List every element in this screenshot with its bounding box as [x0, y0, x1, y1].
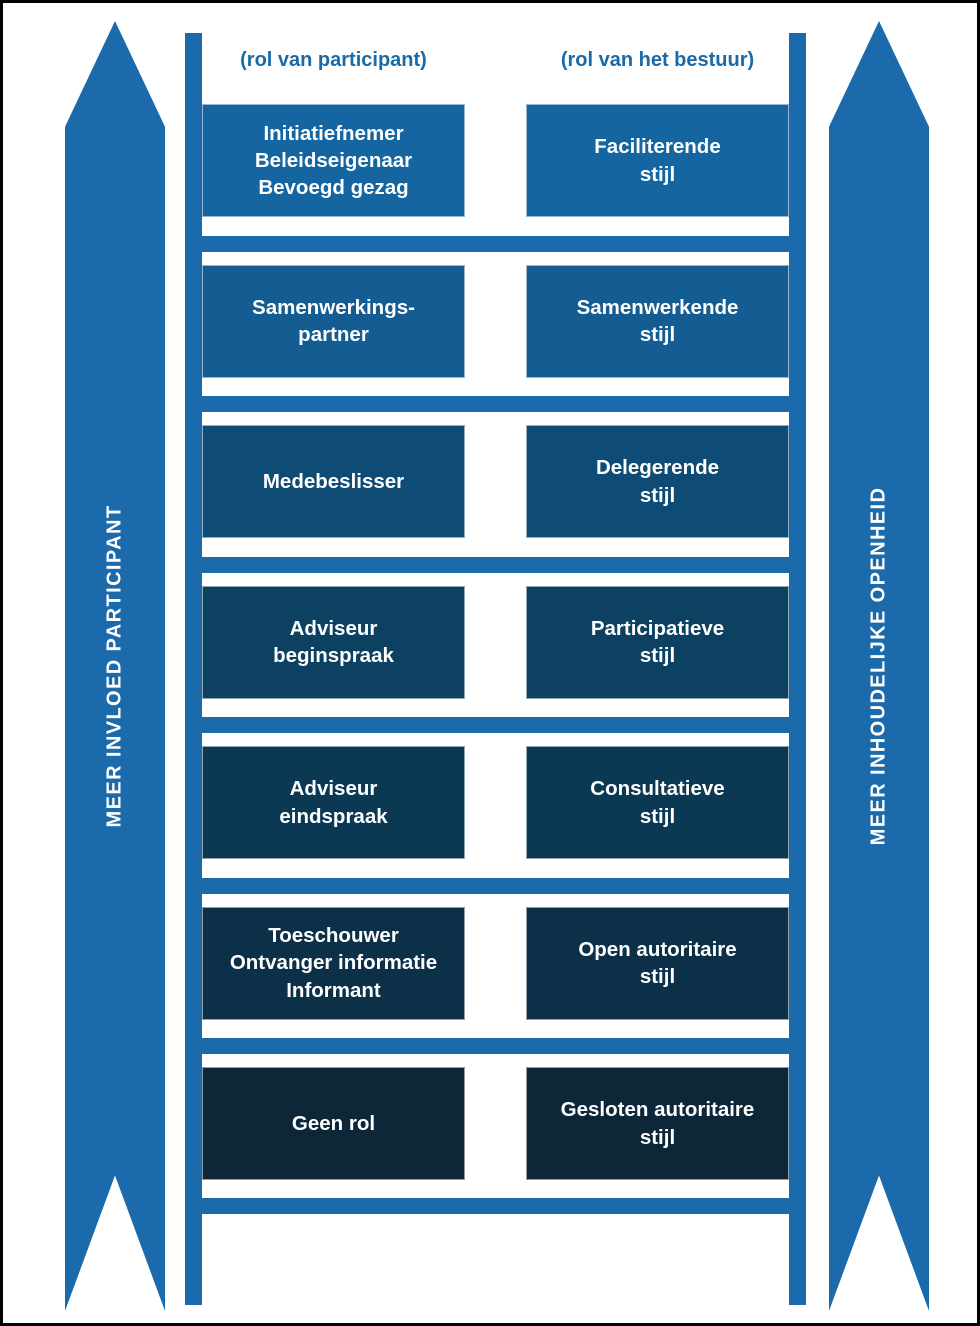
ladder-rung [185, 396, 806, 412]
bestuur-style-box[interactable]: Consultatieve stijl [526, 746, 789, 859]
right-arrow-up-icon: MEER INHOUDELIJKE OPENHEID [829, 21, 929, 1311]
participant-role-box[interactable]: Adviseur eindspraak [202, 746, 465, 859]
bestuur-style-box[interactable]: Faciliterende stijl [526, 104, 789, 217]
bestuur-style-box[interactable]: Participatieve stijl [526, 585, 789, 699]
cell-text-line: stijl [639, 644, 676, 667]
ladder-rung [185, 877, 806, 894]
ladder-rung [185, 1198, 806, 1214]
cell-text-line: Beleidseigenaar [254, 148, 413, 172]
ladder-rail-right [789, 33, 806, 1305]
cell-text-line: partner [298, 323, 369, 346]
cell-text-line: Open autoritaire [578, 937, 737, 961]
cell-text-line: Initiatiefnemer [263, 121, 404, 145]
cell-text-line: Adviseur [289, 777, 378, 801]
bestuur-style-box[interactable]: Delegerende stijl [526, 425, 789, 538]
cell-text-line: stijl [639, 965, 676, 988]
cell-text-line: stijl [639, 1125, 676, 1149]
cell-text-line: Faciliterende [594, 135, 721, 159]
column-caption-participant: (rol van participant) [240, 49, 427, 71]
ladder-rung [185, 717, 806, 733]
cell-text-line: stijl [639, 323, 676, 346]
participant-role-box[interactable]: Geen rol [202, 1067, 465, 1180]
left-arrow-label: MEER INVLOED PARTICIPANT [103, 504, 126, 828]
cell-text-line: Consultatieve [590, 777, 725, 801]
participant-role-box[interactable]: Adviseur beginspraak [202, 585, 465, 699]
cell-text-line: stijl [639, 162, 676, 186]
ladder-row: Samenwerkings-partner Samenwerkende stijl [202, 264, 789, 378]
cell-text-line: Adviseur [289, 616, 378, 640]
ladder-row: Adviseur beginspraak Participatieve stijl [202, 585, 789, 699]
cell-text-line: Samenwerkende [576, 295, 739, 319]
cell-text-line: eindspraak [279, 804, 388, 828]
bestuur-style-box[interactable]: Open autoritaire stijl [526, 906, 789, 1020]
cell-text-line: Samenwerkings- [252, 295, 415, 319]
ladder-row: Medebeslisser Delegerende stijl [202, 425, 789, 538]
ladder-row: Geen rol Gesloten autoritaire stijl [202, 1067, 789, 1180]
column-caption-bestuur: (rol van het bestuur) [560, 49, 755, 71]
cell-text-line: Geen rol [291, 1111, 376, 1135]
cell-text-line: Medebeslisser [262, 469, 405, 493]
cell-text-line: stijl [639, 483, 676, 507]
ladder-rung [185, 556, 806, 573]
cell-text-line: Informant [286, 978, 381, 1002]
participant-role-box[interactable]: Samenwerkings-partner [202, 264, 465, 378]
cell-text-line: Bevoegd gezag [258, 176, 409, 200]
ladder-row: Adviseur eindspraak Consultatieve stijl [202, 746, 789, 859]
left-arrow-up-icon: MEER INVLOED PARTICIPANT [65, 21, 165, 1311]
ladder-rung [185, 1038, 806, 1054]
ladder-rung [185, 235, 806, 252]
cell-text-line: Toeschouwer [268, 924, 399, 948]
bestuur-style-box[interactable]: Gesloten autoritaire stijl [526, 1067, 789, 1180]
cell-text-line: Participatieve [590, 616, 725, 640]
participant-role-box[interactable]: Medebeslisser [202, 425, 465, 538]
cell-text-line: Ontvanger informatie [229, 951, 438, 975]
cell-text-line: beginspraak [273, 644, 394, 667]
cell-text-line: Gesloten autoritaire [560, 1098, 755, 1122]
cell-text-line: Delegerende [595, 456, 720, 480]
right-arrow-label: MEER INHOUDELIJKE OPENHEID [867, 486, 890, 846]
cell-text-line: stijl [639, 804, 676, 828]
ladder-rail-left [185, 33, 202, 1305]
bestuur-style-box[interactable]: Samenwerkende stijl [526, 264, 789, 378]
